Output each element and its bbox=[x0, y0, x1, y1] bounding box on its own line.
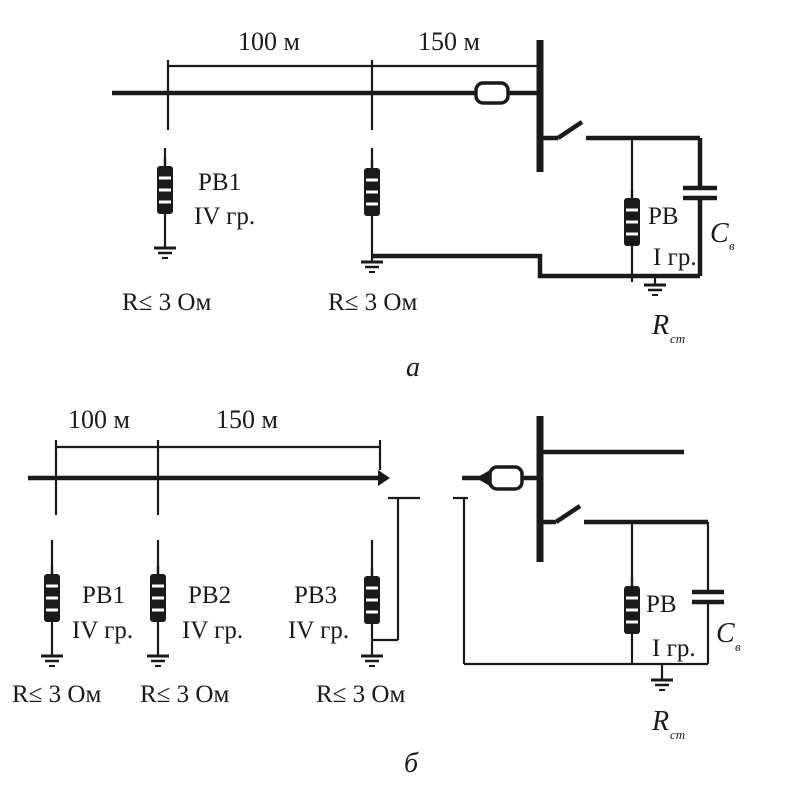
dim-100m-b: 100 м bbox=[68, 405, 130, 434]
rv-station-group-b: I гр. bbox=[652, 635, 696, 662]
ground-icon bbox=[152, 246, 178, 260]
rv1-group-b: IV гр. bbox=[72, 617, 133, 644]
ground-icon bbox=[39, 654, 65, 668]
rst-sub-a: ст bbox=[670, 331, 685, 346]
ground-icon bbox=[145, 654, 171, 668]
switch-a bbox=[556, 120, 584, 140]
ground-icon bbox=[359, 260, 385, 274]
rv1-name-a: РВ1 bbox=[198, 169, 241, 196]
reactor-b bbox=[488, 465, 524, 491]
ground-icon bbox=[359, 654, 385, 668]
rv3-resistance-b: R≤ 3 Ом bbox=[316, 681, 405, 708]
rv1-resistance-b: R≤ 3 Ом bbox=[12, 681, 101, 708]
rv3-group-b: IV гр. bbox=[288, 617, 349, 644]
rst-label-a: R bbox=[651, 310, 669, 341]
dim-100m-a: 100 м bbox=[238, 27, 300, 56]
arrester-rv2-b bbox=[148, 564, 168, 624]
rv1-resistance-a: R≤ 3 Ом bbox=[122, 289, 211, 316]
diagram-b: 100 м 150 м РВ1 IV гр. R≤ 3 Ом РВ2 IV гр… bbox=[12, 405, 741, 779]
rst-label-b: R bbox=[651, 706, 669, 737]
rv2-resistance-b: R≤ 3 Ом bbox=[140, 681, 229, 708]
rv2-name-b: РВ2 bbox=[188, 582, 231, 609]
rv3-name-b: РВ3 bbox=[294, 582, 337, 609]
dim-150m-b: 150 м bbox=[216, 405, 278, 434]
arrester-rv-station-a bbox=[622, 188, 642, 248]
reactor-a bbox=[474, 81, 510, 105]
dim-150m-a: 150 м bbox=[418, 27, 480, 56]
rv1-name-b: РВ1 bbox=[82, 582, 125, 609]
rv-station-group-a: I гр. bbox=[653, 244, 697, 271]
arrester-rv3-b bbox=[362, 566, 382, 626]
rv1-group-a: IV гр. bbox=[194, 203, 255, 230]
rv2-resistance-a: R≤ 3 Ом bbox=[328, 289, 417, 316]
cap-label-b: C bbox=[716, 618, 735, 649]
arrester-rv1-b bbox=[42, 564, 62, 624]
rv-station-name-a: РВ bbox=[648, 203, 679, 230]
caption-b: б bbox=[404, 748, 419, 779]
rv2-group-b: IV гр. bbox=[182, 617, 243, 644]
rv-station-name-b: РВ bbox=[646, 591, 677, 618]
arrester-rv-station-b bbox=[622, 576, 642, 636]
cap-sub-b: в bbox=[735, 639, 741, 654]
rst-sub-b: ст bbox=[670, 727, 685, 742]
ground-icon bbox=[642, 283, 668, 297]
ground-icon bbox=[649, 678, 675, 692]
arrester-rv2-a bbox=[362, 158, 382, 218]
caption-a: а bbox=[406, 352, 420, 383]
cap-sub-a: в bbox=[729, 238, 735, 253]
arrester-rv1-a bbox=[155, 156, 175, 216]
diagram-a: 100 м 150 м РВ1 IV гр. R≤ 3 Ом R≤ 3 Ом C… bbox=[112, 27, 735, 383]
cap-label-a: C bbox=[710, 218, 729, 249]
switch-b bbox=[554, 504, 582, 524]
